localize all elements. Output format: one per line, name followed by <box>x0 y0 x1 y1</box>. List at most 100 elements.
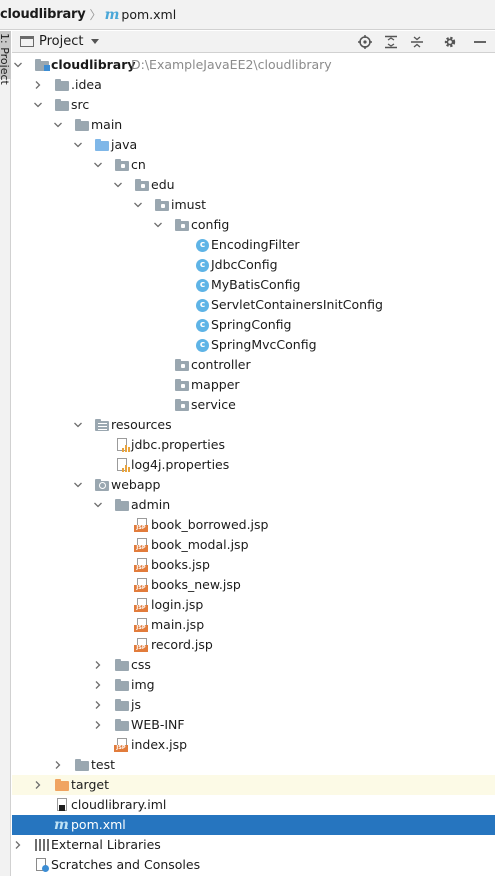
chevron-down-icon[interactable] <box>92 155 104 175</box>
jsp-file-icon: JSP <box>134 577 150 593</box>
chevron-down-icon[interactable] <box>72 475 84 495</box>
jsp-label: book_borrowed.jsp <box>151 517 269 532</box>
src-label: src <box>71 97 90 112</box>
tree-node-class[interactable]: c SpringConfig <box>12 315 495 335</box>
java-label: java <box>111 137 138 152</box>
tree-node-jsp-file[interactable]: JSP main.jsp <box>12 615 495 635</box>
iml-label: cloudlibrary.iml <box>71 797 167 812</box>
tree-node-webapp[interactable]: webapp <box>12 475 495 495</box>
view-selector-dropdown[interactable]: Project <box>20 32 103 52</box>
folder-icon <box>54 77 70 93</box>
project-view-icon <box>20 36 34 47</box>
folder-icon <box>54 97 70 113</box>
chevron-right-icon[interactable] <box>92 655 104 675</box>
tree-node-jsp-file[interactable]: JSP login.jsp <box>12 595 495 615</box>
chevron-right-icon[interactable] <box>12 835 24 855</box>
tree-node-edu[interactable]: edu <box>12 175 495 195</box>
tree-node-class[interactable]: c ServletContainersInitConfig <box>12 295 495 315</box>
hide-icon[interactable] <box>472 34 488 50</box>
pom-label: pom.xml <box>71 817 126 832</box>
project-tool-window-tab[interactable]: 1: Project <box>0 31 11 85</box>
tree-node-admin[interactable]: admin <box>12 495 495 515</box>
tree-node-jsp-file[interactable]: JSP record.jsp <box>12 635 495 655</box>
properties-label: jdbc.properties <box>131 437 225 452</box>
class-icon: c <box>194 317 210 333</box>
tree-node-jsp-file[interactable]: JSP book_modal.jsp <box>12 535 495 555</box>
expand-all-icon[interactable] <box>383 34 399 50</box>
class-label: EncodingFilter <box>211 237 300 252</box>
tree-node-imust[interactable]: imust <box>12 195 495 215</box>
chevron-down-icon[interactable] <box>72 135 84 155</box>
tree-node-controller[interactable]: controller <box>12 355 495 375</box>
test-label: test <box>91 757 116 772</box>
tree-node-folder[interactable]: css <box>12 655 495 675</box>
breadcrumb-file[interactable]: m pom.xml <box>105 7 177 22</box>
chevron-down-icon[interactable] <box>132 195 144 215</box>
target-label: target <box>71 777 110 792</box>
tree-node-idea[interactable]: .idea <box>12 75 495 95</box>
tree-node-pom-xml[interactable]: m pom.xml <box>12 815 495 835</box>
jsp-file-icon: JSP <box>114 737 130 753</box>
settings-gear-icon[interactable] <box>442 34 458 50</box>
chevron-down-icon[interactable] <box>32 95 44 115</box>
tree-node-class[interactable]: c MyBatisConfig <box>12 275 495 295</box>
chevron-down-icon[interactable] <box>52 115 64 135</box>
tree-node-folder[interactable]: js <box>12 695 495 715</box>
resources-folder-icon <box>94 417 110 433</box>
tree-node-class[interactable]: c SpringMvcConfig <box>12 335 495 355</box>
chevron-down-icon[interactable] <box>12 55 24 75</box>
tree-node-jsp-file[interactable]: JSP book_borrowed.jsp <box>12 515 495 535</box>
tree-node-resources[interactable]: resources <box>12 415 495 435</box>
tree-node-jsp-file[interactable]: JSP books_new.jsp <box>12 575 495 595</box>
folder-label: css <box>131 657 151 672</box>
tree-node-external-libraries[interactable]: External Libraries <box>12 835 495 855</box>
breadcrumb-separator-icon: 〉 <box>89 8 102 22</box>
tree-node-cn[interactable]: cn <box>12 155 495 175</box>
tree-node-root[interactable]: cloudlibrary D:\ExampleJavaEE2\cloudlibr… <box>12 55 495 75</box>
chevron-right-icon[interactable] <box>52 755 64 775</box>
tree-node-properties-file[interactable]: log4j.properties <box>12 455 495 475</box>
breadcrumb-project[interactable]: cloudlibrary <box>0 7 86 22</box>
project-tab-label: 1: Project <box>0 33 11 85</box>
navigation-bar: cloudlibrary 〉 m pom.xml <box>0 0 495 30</box>
chevron-down-icon[interactable] <box>112 175 124 195</box>
tree-node-scratches[interactable]: Scratches and Consoles <box>12 855 495 875</box>
tree-node-mapper[interactable]: mapper <box>12 375 495 395</box>
folder-icon <box>74 117 90 133</box>
package-icon <box>134 177 150 193</box>
jsp-file-icon: JSP <box>134 597 150 613</box>
chevron-down-icon[interactable] <box>92 495 104 515</box>
tree-node-iml-file[interactable]: cloudlibrary.iml <box>12 795 495 815</box>
tree-node-main[interactable]: main <box>12 115 495 135</box>
collapse-all-icon[interactable] <box>409 34 425 50</box>
chevron-down-icon[interactable] <box>152 215 164 235</box>
tree-node-config[interactable]: config <box>12 215 495 235</box>
tree-node-properties-file[interactable]: jdbc.properties <box>12 435 495 455</box>
tree-node-src[interactable]: src <box>12 95 495 115</box>
chevron-down-icon[interactable] <box>72 415 84 435</box>
folder-icon <box>114 697 130 713</box>
tree-node-folder[interactable]: WEB-INF <box>12 715 495 735</box>
folder-icon <box>114 657 130 673</box>
chevron-right-icon[interactable] <box>92 715 104 735</box>
tree-node-test[interactable]: test <box>12 755 495 775</box>
class-icon: c <box>194 257 210 273</box>
chevron-right-icon[interactable] <box>92 675 104 695</box>
jsp-label: record.jsp <box>151 637 213 652</box>
index-jsp-label: index.jsp <box>131 737 188 752</box>
tree-node-class[interactable]: c EncodingFilter <box>12 235 495 255</box>
folder-label: img <box>131 677 155 692</box>
chevron-right-icon[interactable] <box>92 695 104 715</box>
tree-node-jsp-file[interactable]: JSP books.jsp <box>12 555 495 575</box>
chevron-right-icon[interactable] <box>32 775 44 795</box>
maven-icon: m <box>104 6 120 23</box>
package-icon <box>174 397 190 413</box>
tree-node-class[interactable]: c JdbcConfig <box>12 255 495 275</box>
tree-node-folder[interactable]: img <box>12 675 495 695</box>
tree-node-index-jsp[interactable]: JSP index.jsp <box>12 735 495 755</box>
tree-node-java[interactable]: java <box>12 135 495 155</box>
tree-node-service[interactable]: service <box>12 395 495 415</box>
locate-icon[interactable] <box>357 34 373 50</box>
chevron-right-icon[interactable] <box>32 75 44 95</box>
tree-node-target[interactable]: target <box>12 775 495 795</box>
